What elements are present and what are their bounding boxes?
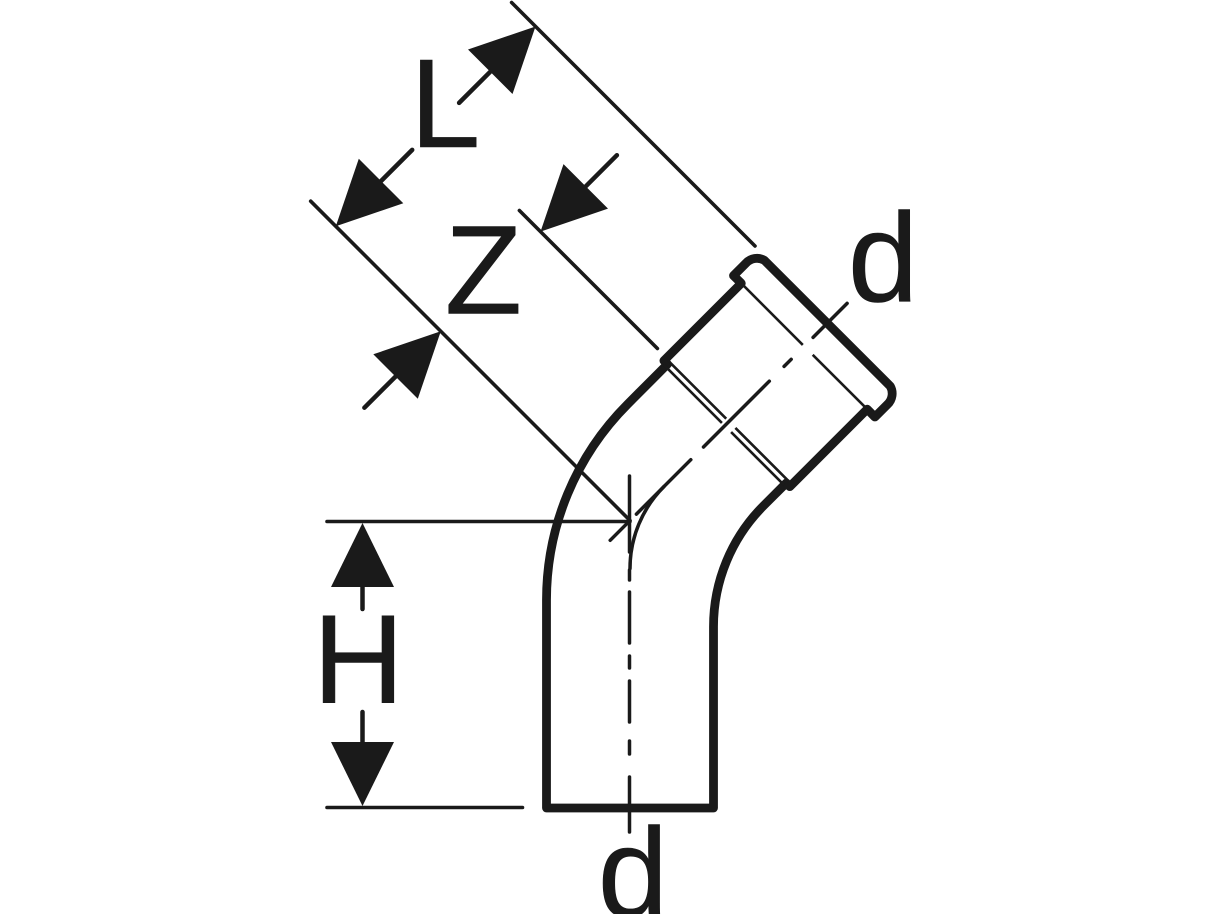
svg-text:Z: Z: [445, 199, 522, 341]
svg-text:d: d: [848, 186, 918, 328]
svg-text:L: L: [410, 32, 480, 174]
svg-text:d: d: [598, 801, 668, 914]
svg-text:H: H: [313, 588, 404, 730]
